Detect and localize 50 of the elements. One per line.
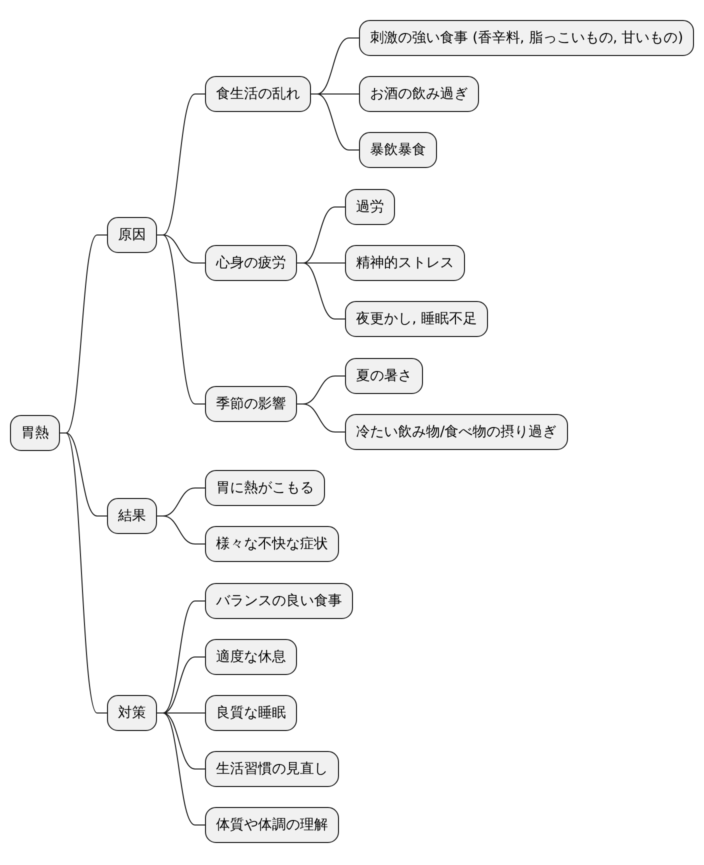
topic-text: 適度な休息 [216, 648, 286, 666]
connector-line [296, 404, 346, 432]
topic-text: 冷たい飲み物/食べ物の摂り過ぎ [356, 423, 557, 441]
root-topic-box [10, 415, 60, 451]
topic-text: 季節の影響 [216, 395, 286, 413]
topic-text: 良質な睡眠 [216, 704, 286, 722]
topic-box [205, 695, 297, 731]
topic-box [345, 189, 395, 225]
topic-text: お酒の飲み過ぎ [370, 85, 468, 103]
topic-box [205, 751, 339, 787]
connector-line [156, 516, 206, 544]
topic-box [205, 76, 311, 112]
topic-text: バランスの良い食事 [216, 592, 342, 610]
topic-box [205, 639, 297, 675]
topic-text: 胃熱 [21, 424, 49, 442]
topic-box [205, 470, 325, 506]
connector-line [156, 712, 206, 826]
topic-box [359, 132, 437, 168]
topic-box [359, 76, 479, 112]
topic-text: 暴飲暴食 [370, 141, 426, 159]
topic-box [107, 695, 157, 731]
topic-text: 体質や体調の理解 [216, 816, 328, 834]
topic-box [205, 526, 339, 562]
topic-box [205, 245, 297, 281]
topic-box [345, 358, 423, 394]
topic-text: 様々な不快な症状 [216, 535, 328, 553]
topic-box [345, 245, 465, 281]
topic-text: 刺激の強い食事 (香辛料, 脂っこいもの, 甘いもの) [370, 29, 684, 47]
topic-text: 夜更かし, 睡眠不足 [356, 310, 477, 328]
topic-text: 対策 [118, 704, 146, 722]
topic-text: 原因 [118, 226, 146, 244]
topic-box [205, 583, 353, 619]
topic-text: 胃に熱がこもる [216, 479, 314, 497]
topic-text: 心身の疲労 [216, 254, 286, 272]
topic-box [345, 301, 488, 337]
topic-box [107, 217, 157, 253]
connector-line [310, 94, 360, 150]
topic-text: 結果 [118, 507, 146, 525]
topic-box [345, 414, 568, 450]
topic-box [205, 807, 339, 843]
topic-box [205, 386, 297, 422]
topic-box [359, 20, 694, 56]
topic-text: 夏の暑さ [356, 367, 412, 385]
connector-line [156, 234, 206, 404]
connector-line [296, 262, 346, 320]
topic-box [107, 498, 157, 534]
topic-text: 精神的ストレス [356, 254, 454, 272]
topic-text: 生活習慣の見直し [216, 760, 328, 778]
topic-text: 食生活の乱れ [216, 85, 300, 103]
topic-text: 過労 [356, 198, 384, 216]
